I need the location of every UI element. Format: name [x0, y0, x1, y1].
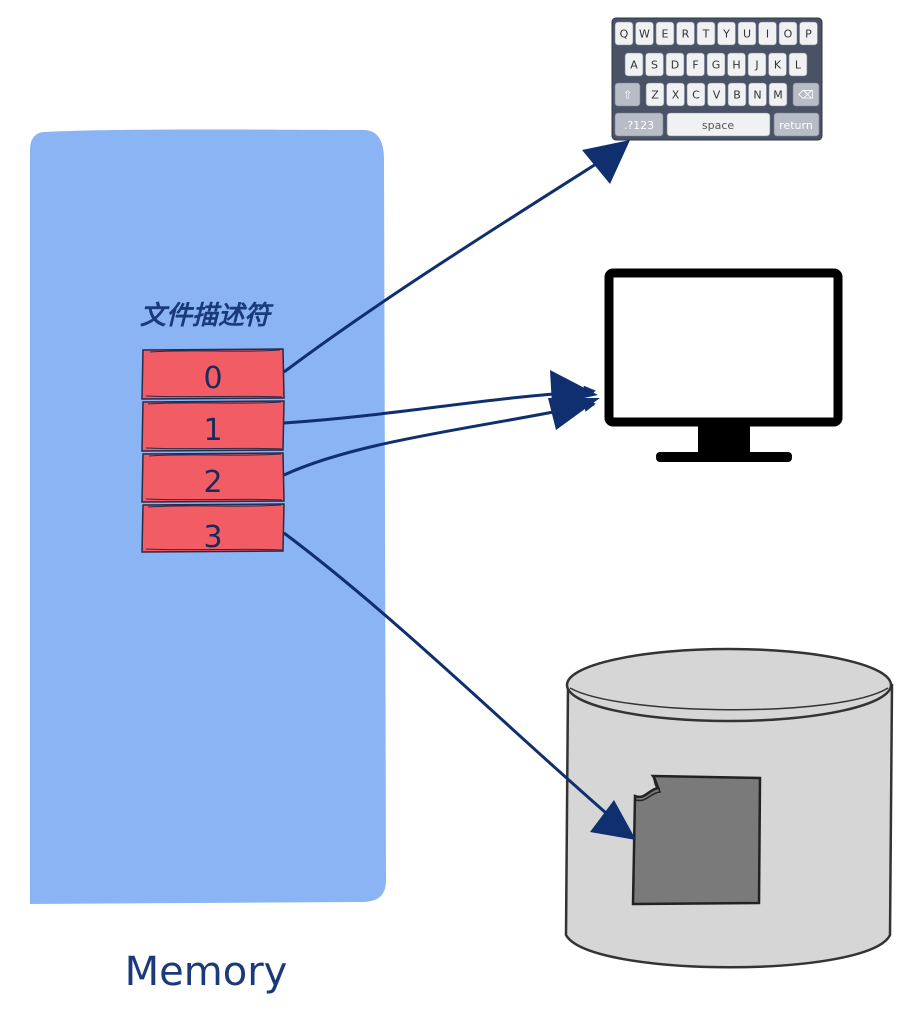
key-f: F [692, 59, 698, 72]
key-e: E [662, 28, 669, 41]
descriptor-2: 2 [141, 452, 285, 503]
arrow-2-to-monitor [283, 400, 596, 477]
key-r-bg [676, 21, 695, 46]
key-c: C [692, 89, 700, 102]
key-t: T [702, 28, 710, 41]
arrowheads [548, 140, 636, 840]
key-d-bg [665, 52, 685, 77]
key-c-bg [686, 82, 706, 107]
shift-key: ⇧ [623, 89, 632, 102]
key-i-bg [758, 21, 777, 46]
descriptor-0-label: 0 [203, 361, 222, 396]
key-x: X [672, 89, 680, 102]
key-l: L [795, 59, 802, 72]
key-s: S [651, 59, 658, 72]
key-b: B [733, 89, 741, 102]
key-j: J [754, 59, 758, 72]
key-k: K [774, 59, 782, 72]
key-g-bg [706, 52, 726, 77]
key-o-bg [778, 21, 798, 46]
descriptor-0: 0 [141, 348, 285, 400]
key-o: O [784, 28, 793, 41]
descriptor-3: 3 [141, 503, 285, 555]
key-n-bg [748, 82, 767, 107]
descriptor-2-label: 2 [203, 465, 222, 500]
key-b-bg [727, 82, 747, 107]
key-v: V [713, 89, 721, 102]
key-j-bg [747, 52, 767, 77]
arrow-0-to-keyboard [283, 150, 617, 374]
key-f-bg [686, 52, 705, 77]
key-s-bg [645, 52, 664, 77]
key-u: U [743, 28, 751, 41]
key-m: M [773, 89, 783, 102]
key-a: A [630, 59, 638, 72]
key-m-bg [768, 82, 788, 107]
key-v-bg [707, 82, 726, 107]
key-k-bg [768, 52, 787, 77]
key-d: D [671, 59, 679, 72]
arrow-1-to-monitor [283, 385, 596, 425]
key-p-bg [799, 21, 818, 46]
descriptor-table: 0 1 2 3 [141, 348, 285, 555]
key-y-bg [717, 21, 736, 46]
disk-icon [564, 647, 894, 969]
key-h: H [732, 59, 740, 72]
key-a-bg [624, 52, 644, 77]
key-i: I [766, 28, 769, 41]
memory-label: Memory [125, 949, 288, 995]
key-z-bg [645, 82, 665, 107]
key-q: Q [620, 28, 629, 41]
descriptor-3-label: 3 [203, 520, 222, 555]
space-key: space [702, 119, 735, 132]
key-l-bg [788, 52, 808, 77]
return-key: return [779, 119, 813, 132]
arrows [283, 150, 630, 834]
monitor-icon [604, 268, 843, 462]
key-g: G [712, 59, 721, 72]
shift-key-bg [614, 82, 641, 107]
key-p: P [805, 28, 812, 41]
descriptor-1: 1 [141, 400, 285, 452]
backspace-key: ⌫ [798, 89, 814, 102]
mode-key: .?123 [624, 119, 654, 132]
descriptor-1-label: 1 [203, 413, 222, 448]
key-t-bg [696, 21, 716, 46]
key-n: N [753, 89, 761, 102]
key-h-bg [727, 52, 746, 77]
key-w: W [639, 28, 650, 41]
arrow-3-to-file [283, 531, 630, 834]
file-icon [631, 774, 762, 906]
key-w-bg [635, 21, 654, 46]
key-z: Z [651, 89, 659, 102]
key-u-bg [737, 21, 757, 46]
key-e-bg [655, 21, 675, 46]
key-y: Y [722, 28, 730, 41]
key-x-bg [666, 82, 685, 107]
key-q-bg [614, 21, 634, 46]
fd-title: 文件描述符 [140, 301, 274, 331]
backspace-key-bg [792, 82, 820, 107]
key-r: R [682, 28, 690, 41]
